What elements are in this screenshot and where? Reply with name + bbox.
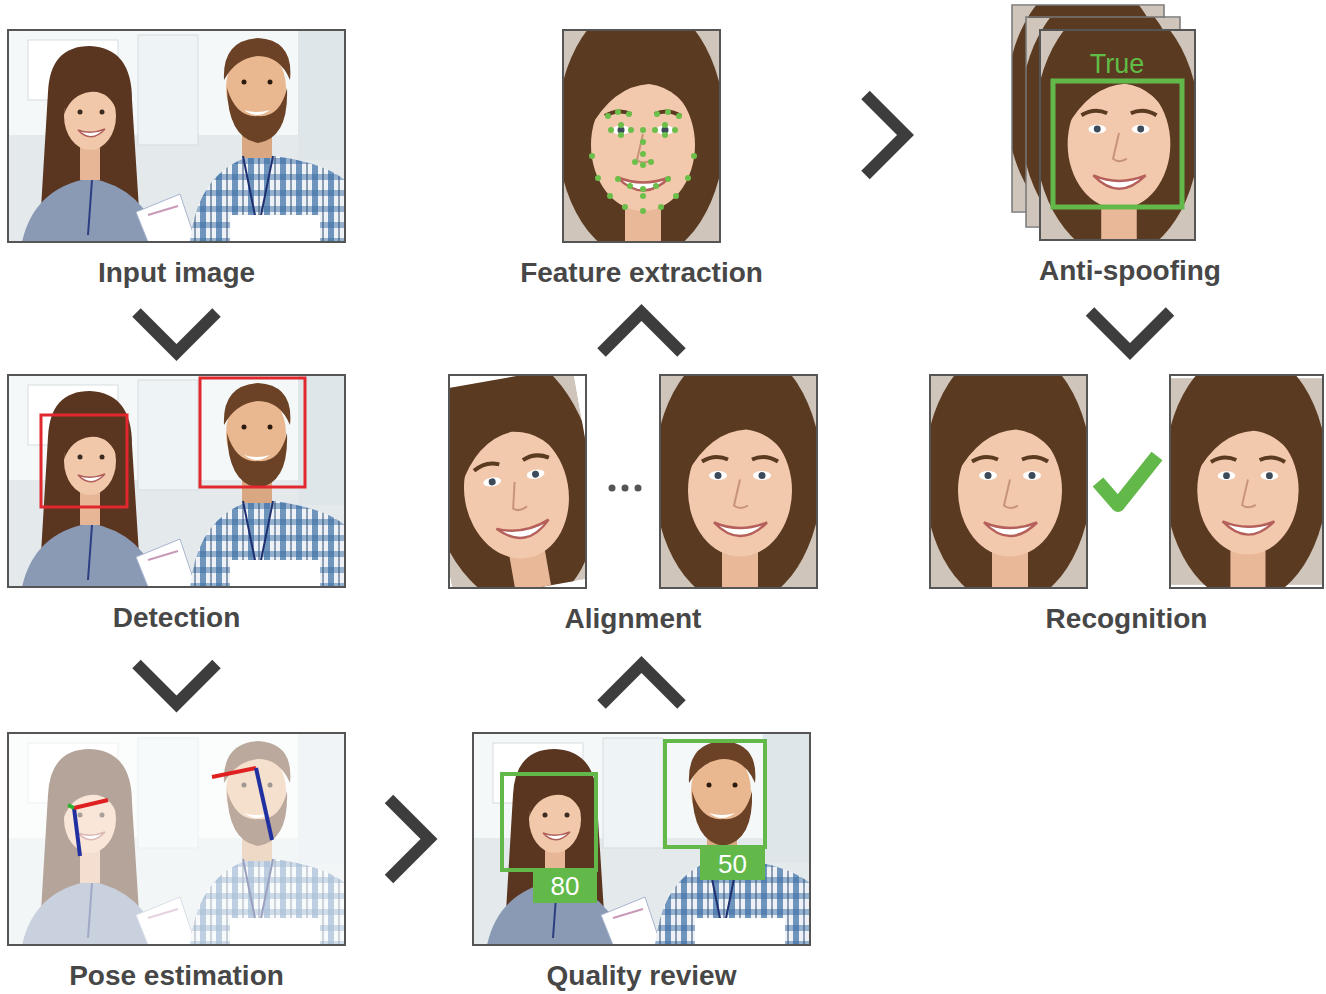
photo-frame bbox=[563, 30, 720, 242]
caption-row: Anti-spoofing bbox=[1000, 254, 1260, 288]
photo-frame bbox=[8, 30, 345, 242]
chevron-arrow bbox=[602, 665, 682, 705]
caption-row: Alignment bbox=[449, 602, 817, 636]
stage-panel: Recognition bbox=[930, 375, 1323, 636]
caption-row: Recognition bbox=[930, 602, 1323, 636]
caption-row: Detection bbox=[8, 601, 345, 635]
chevron-stroke bbox=[137, 664, 217, 704]
chevron-stroke bbox=[137, 313, 217, 353]
photo-frame bbox=[8, 375, 345, 587]
caption-row: Pose estimation bbox=[8, 959, 345, 993]
liveness-tag: True bbox=[1072, 48, 1162, 80]
photo-frame bbox=[449, 375, 817, 588]
caption-row: Quality review bbox=[473, 959, 810, 993]
chevron-stroke bbox=[866, 95, 906, 175]
chevron-stroke bbox=[602, 665, 682, 705]
stage-caption: Anti-spoofing bbox=[1039, 254, 1221, 288]
photo-frame bbox=[930, 375, 1323, 588]
stage-panel: Anti-spoofing bbox=[1000, 5, 1260, 288]
stage-caption: Alignment bbox=[565, 602, 702, 636]
stage-caption: Pose estimation bbox=[69, 959, 284, 993]
chevron-arrow bbox=[389, 799, 429, 879]
caption-row: Input image bbox=[8, 256, 345, 290]
stage-caption: Feature extraction bbox=[520, 256, 763, 290]
chevron-arrow bbox=[602, 313, 682, 353]
photo-frame bbox=[8, 733, 345, 945]
stage-caption: Quality review bbox=[547, 959, 737, 993]
caption-row: Feature extraction bbox=[512, 256, 771, 290]
chevron-arrow bbox=[137, 664, 217, 704]
chevron-arrow bbox=[866, 95, 906, 175]
score-badge: 50 bbox=[700, 848, 765, 880]
stage-caption: Input image bbox=[98, 256, 255, 290]
chevron-stroke bbox=[602, 313, 682, 353]
stage-panel: Pose estimation bbox=[8, 733, 345, 993]
stage-panel: Feature extraction bbox=[512, 30, 771, 290]
stage-caption: Detection bbox=[113, 601, 241, 635]
photo-frame bbox=[473, 733, 810, 945]
chevron-arrow bbox=[137, 313, 217, 353]
chevron-stroke bbox=[389, 799, 429, 879]
stage-caption: Recognition bbox=[1046, 602, 1208, 636]
chevron-arrow bbox=[1090, 312, 1170, 352]
stage-panel: Input image bbox=[8, 30, 345, 290]
stage-panel: Alignment bbox=[449, 375, 817, 636]
photo-frame bbox=[1000, 5, 1260, 240]
chevron-stroke bbox=[1090, 312, 1170, 352]
score-badge: 80 bbox=[533, 870, 597, 903]
stage-panel: Detection bbox=[8, 375, 345, 635]
